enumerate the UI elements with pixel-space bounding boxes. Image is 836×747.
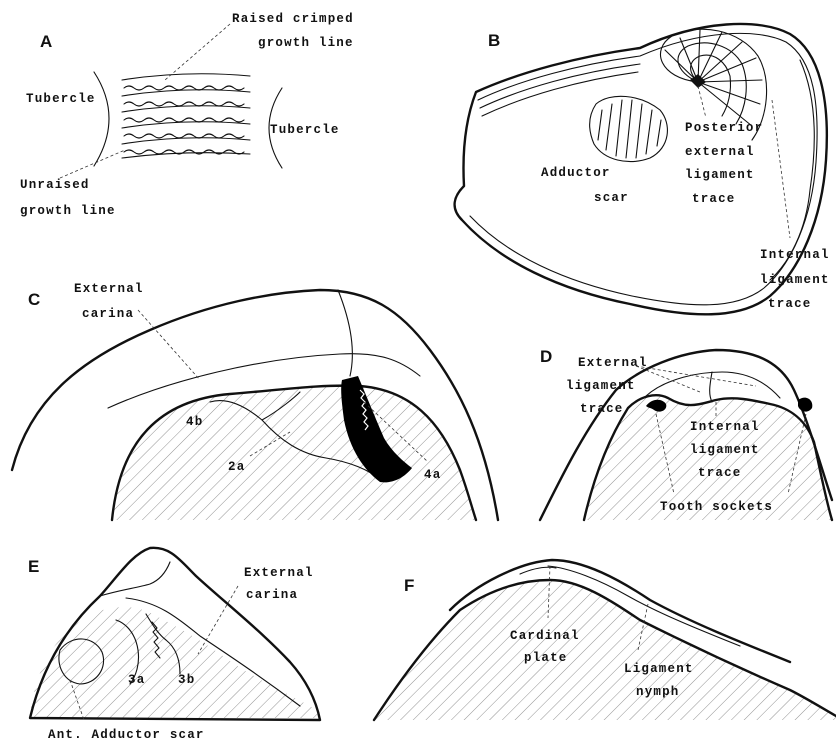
panel-c-letter: C [28, 290, 40, 309]
label-3b: 3b [178, 673, 195, 687]
label-4a: 4a [424, 468, 441, 482]
tooth-socket-right [798, 398, 812, 412]
leader-unraised-line [60, 150, 125, 178]
label-tooth-sockets: Tooth sockets [660, 500, 773, 514]
label-unraised: Unraised [20, 178, 90, 192]
leader-external-carina-c [138, 310, 200, 380]
panel-e-letter: E [28, 557, 39, 576]
label-nymph: nymph [636, 685, 680, 699]
label-internal-ligament: ligament [760, 273, 830, 287]
shell-outline [455, 24, 827, 314]
panel-a-letter: A [40, 32, 52, 51]
leader-external-d [636, 366, 756, 392]
label-4b: 4b [186, 415, 203, 429]
label-trace-d: trace [580, 402, 624, 416]
leader-posterior [698, 86, 706, 118]
panel-b: B [455, 24, 830, 314]
label-internal-trace-d: trace [698, 466, 742, 480]
label-posterior-external: external [685, 145, 755, 159]
label-posterior-ligament: ligament [685, 168, 755, 182]
label-tubercle-left: Tubercle [26, 92, 96, 106]
label-external-c: External [74, 282, 144, 296]
panel-f: F Cardinal plate Ligament nymph [374, 560, 836, 720]
leader-raised-line [165, 24, 230, 80]
label-external-d: External [578, 356, 648, 370]
hinge-interior-c [112, 386, 476, 520]
external-ligament-d [646, 372, 780, 398]
label-raised-crimped: Raised crimped [232, 12, 354, 26]
panel-d-letter: D [540, 347, 552, 366]
label-internal: Internal [760, 248, 830, 262]
hinge-midline-d [710, 372, 712, 402]
label-plate: plate [524, 651, 568, 665]
label-ligament-f: Ligament [624, 662, 694, 676]
panel-c: C External carina 4b 2a 4a [12, 282, 498, 520]
label-carina-e: carina [246, 588, 298, 602]
cardinal-plate-inner-f [520, 567, 556, 574]
label-adductor-scar: scar [594, 191, 629, 205]
label-internal-d: Internal [690, 420, 760, 434]
panel-b-letter: B [488, 31, 500, 50]
label-ant-adductor-scar: Ant. Adductor scar [48, 728, 205, 742]
label-posterior-trace: trace [692, 192, 736, 206]
adductor-scar [590, 96, 668, 161]
label-unraised-growth-line: growth line [20, 204, 116, 218]
label-internal-trace: trace [768, 297, 812, 311]
leader-internal [772, 100, 790, 238]
label-3a: 3a [128, 673, 145, 687]
label-posterior: Posterior [685, 121, 763, 135]
panel-a: A Raised crimped growth line [20, 12, 354, 218]
label-external-e: External [244, 566, 314, 580]
tubercle-left-arc [94, 72, 109, 166]
panel-d: D External ligament trace Internal ligam… [540, 347, 832, 520]
panel-e: E External carina 3a 3b Ant. Adductor sc… [28, 548, 320, 742]
label-tubercle-right: Tubercle [270, 123, 340, 137]
growth-line-stack [122, 74, 250, 158]
label-raised-growth-line: growth line [258, 36, 354, 50]
hinge-upper-ridge-e [100, 562, 170, 596]
label-2a: 2a [228, 460, 245, 474]
label-adductor: Adductor [541, 166, 611, 180]
label-carina-c: carina [82, 307, 134, 321]
label-internal-ligament-d: ligament [690, 443, 760, 457]
hinge-ridge-c [338, 290, 352, 376]
panel-f-letter: F [404, 576, 414, 595]
label-ligament-d: ligament [566, 379, 636, 393]
hinge-interior-f [374, 580, 836, 720]
label-cardinal: Cardinal [510, 629, 580, 643]
